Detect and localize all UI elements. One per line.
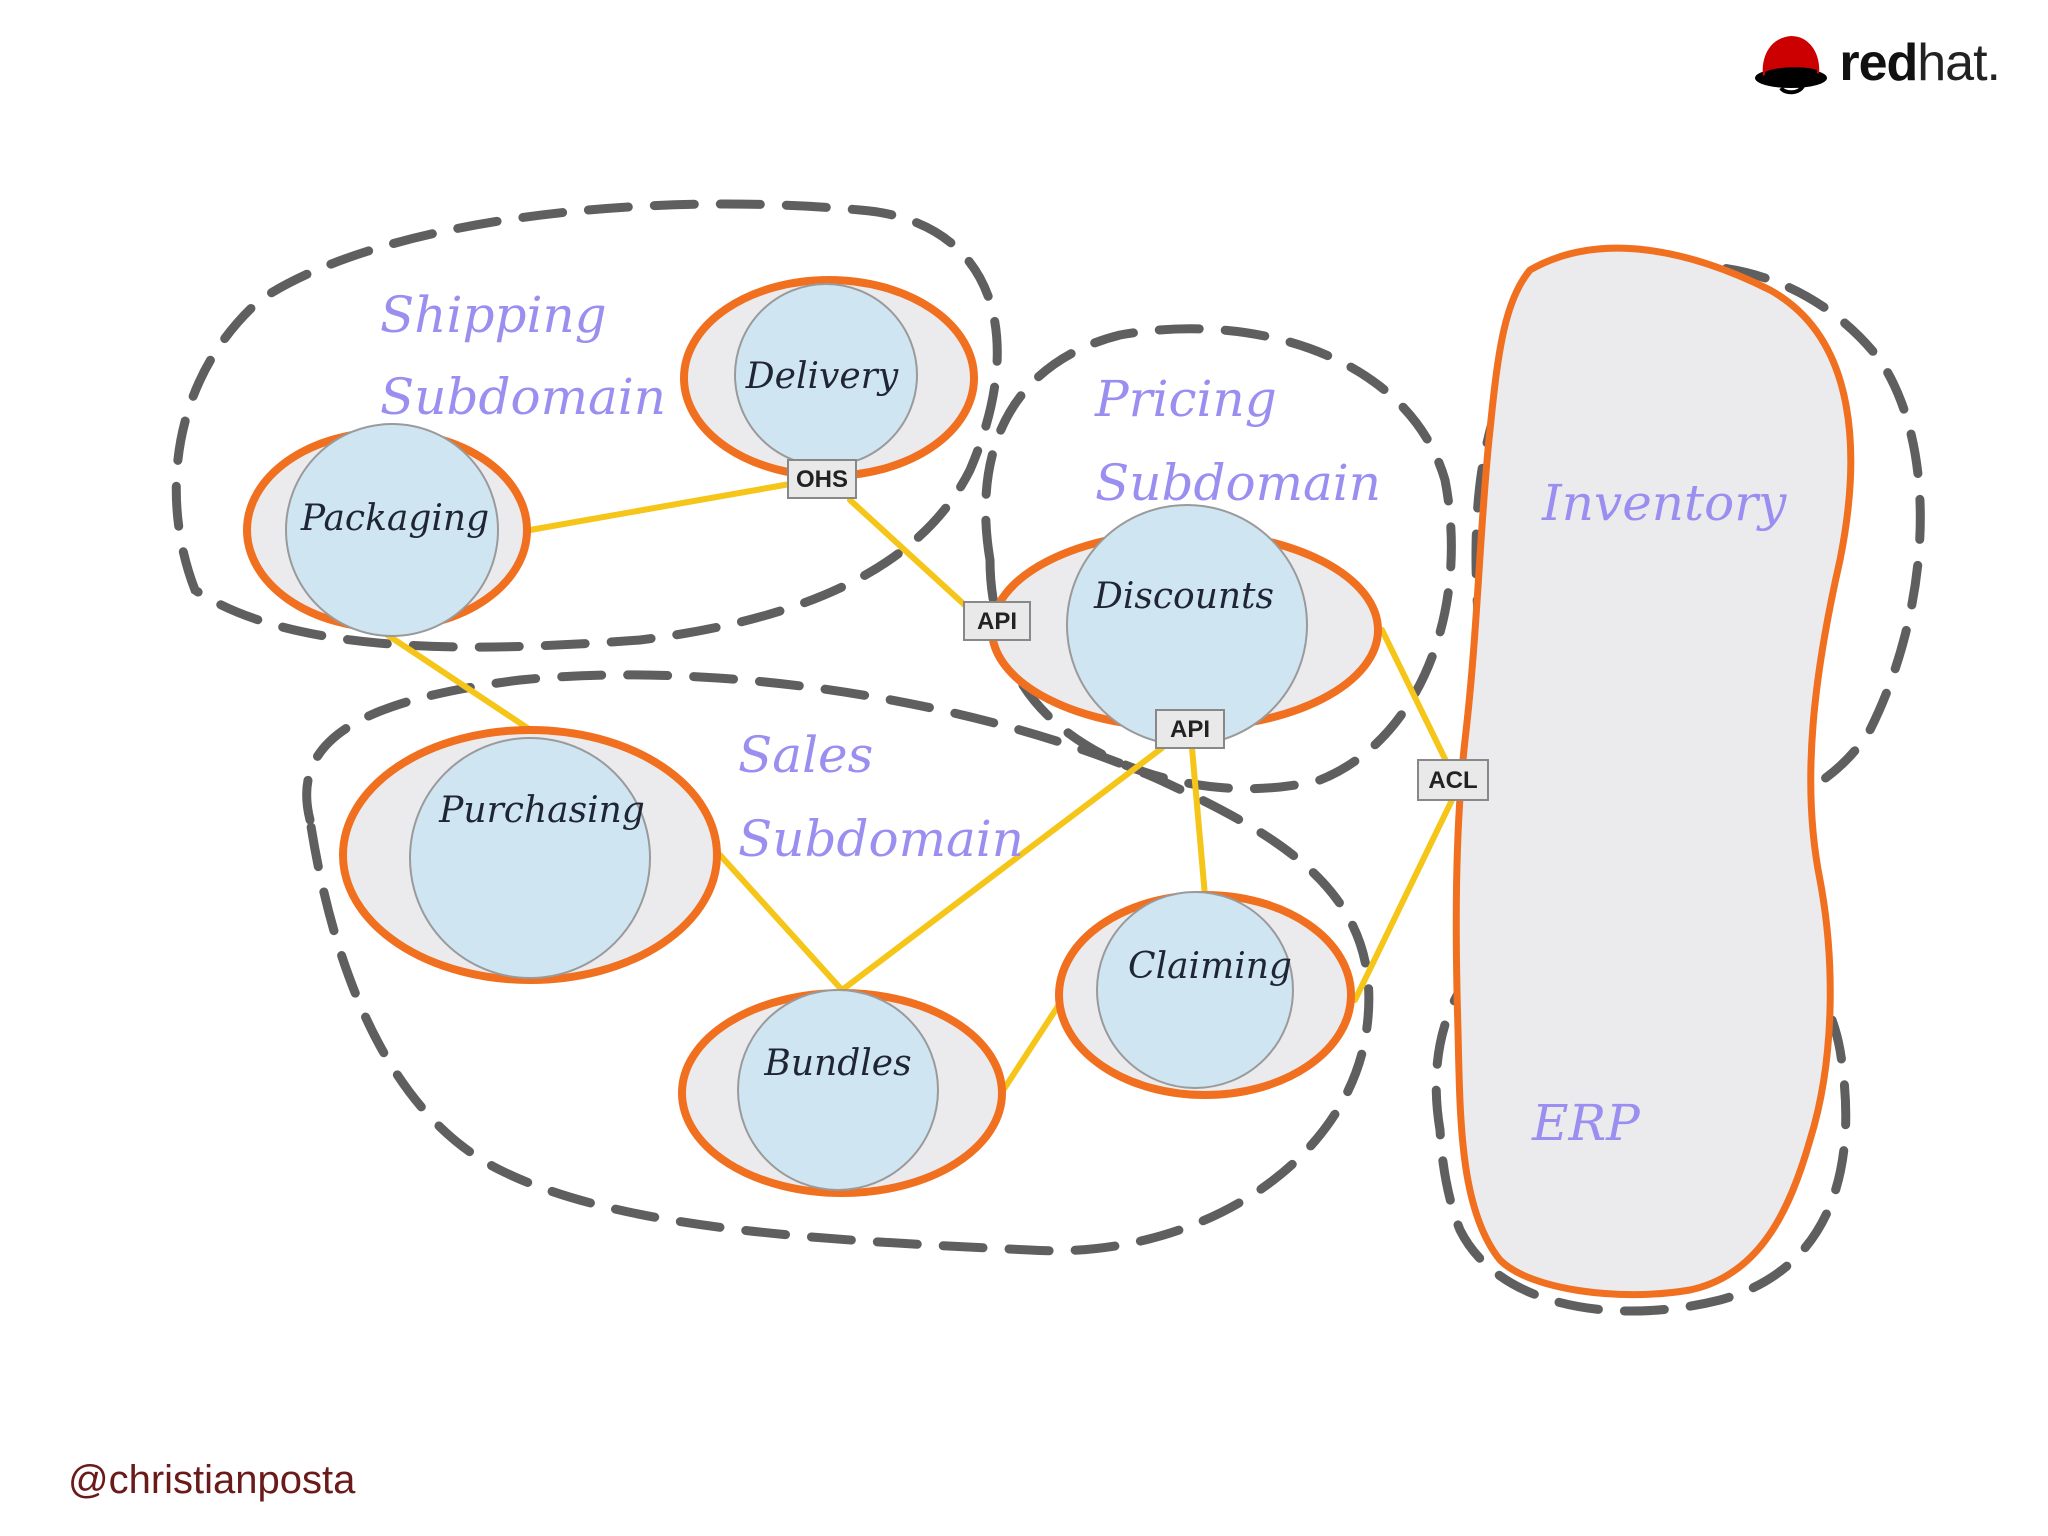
logo-text-light: hat. — [1917, 34, 2001, 92]
context-purchasing-label: Purchasing — [438, 790, 645, 831]
link-discounts-claiming — [1189, 745, 1208, 899]
link-packaging-purchasing — [377, 627, 538, 736]
shipping-subdomain-boundary — [171, 199, 1002, 652]
connector-ohs: OHS — [787, 459, 857, 499]
context-bundles-label: Bundles — [763, 1043, 911, 1084]
sales-region-label-line2: Subdomain — [738, 810, 1024, 868]
connector-api-bottom: API — [1155, 709, 1225, 749]
redhat-logo: redhat. — [1751, 28, 2001, 98]
context-discounts-label: Discounts — [1093, 576, 1274, 617]
context-claiming-label: Claiming — [1128, 946, 1292, 987]
context-bundles[interactable]: Bundles — [678, 989, 1006, 1197]
sales-region-label-line1: Sales — [738, 726, 873, 784]
context-claiming[interactable]: Claiming — [1055, 891, 1355, 1099]
shipping-region-label-line1: Shipping — [380, 286, 607, 344]
redhat-wordmark: redhat. — [1839, 34, 2001, 92]
context-delivery-label: Delivery — [745, 356, 899, 397]
connector-api-left-label: API — [977, 608, 1017, 635]
inventory-erp-system-blob — [1452, 244, 1855, 1299]
connector-ohs-label: OHS — [796, 466, 848, 493]
shipping-region-label-line2: Subdomain — [380, 368, 666, 426]
context-delivery[interactable]: Delivery — [680, 276, 978, 480]
connector-acl-label: ACL — [1428, 767, 1477, 794]
inventory-region-label: Inventory — [1541, 474, 1787, 532]
connector-api-bottom-label: API — [1170, 716, 1210, 743]
link-discounts-acl — [1379, 627, 1451, 768]
context-packaging[interactable]: Packaging — [243, 423, 531, 637]
link-purchasing-bundles — [717, 852, 845, 993]
link-delivery-discounts — [847, 497, 971, 611]
context-purchasing[interactable]: Purchasing — [339, 726, 721, 984]
logo-text-bold: red — [1839, 34, 1918, 92]
connector-api-left: API — [963, 601, 1031, 641]
sales-subdomain-boundary — [302, 670, 1374, 1256]
pricing-region-label-line1: Pricing — [1094, 370, 1277, 428]
context-packaging-label: Packaging — [300, 498, 489, 539]
erp-region-label: ERP — [1531, 1094, 1641, 1152]
pricing-region-label-line2: Subdomain — [1095, 454, 1381, 512]
pricing-subdomain-boundary — [981, 324, 1456, 794]
link-bundles-claiming — [999, 997, 1065, 1095]
shadowman-hat-icon — [1755, 36, 1828, 95]
link-claiming-acl — [1352, 797, 1455, 1003]
link-packaging-delivery — [527, 481, 793, 533]
connector-acl: ACL — [1417, 759, 1489, 801]
author-handle: @christianposta — [68, 1458, 356, 1502]
link-bundles-discounts — [839, 745, 1165, 993]
erp-subdomain-boundary — [1431, 899, 1851, 1316]
